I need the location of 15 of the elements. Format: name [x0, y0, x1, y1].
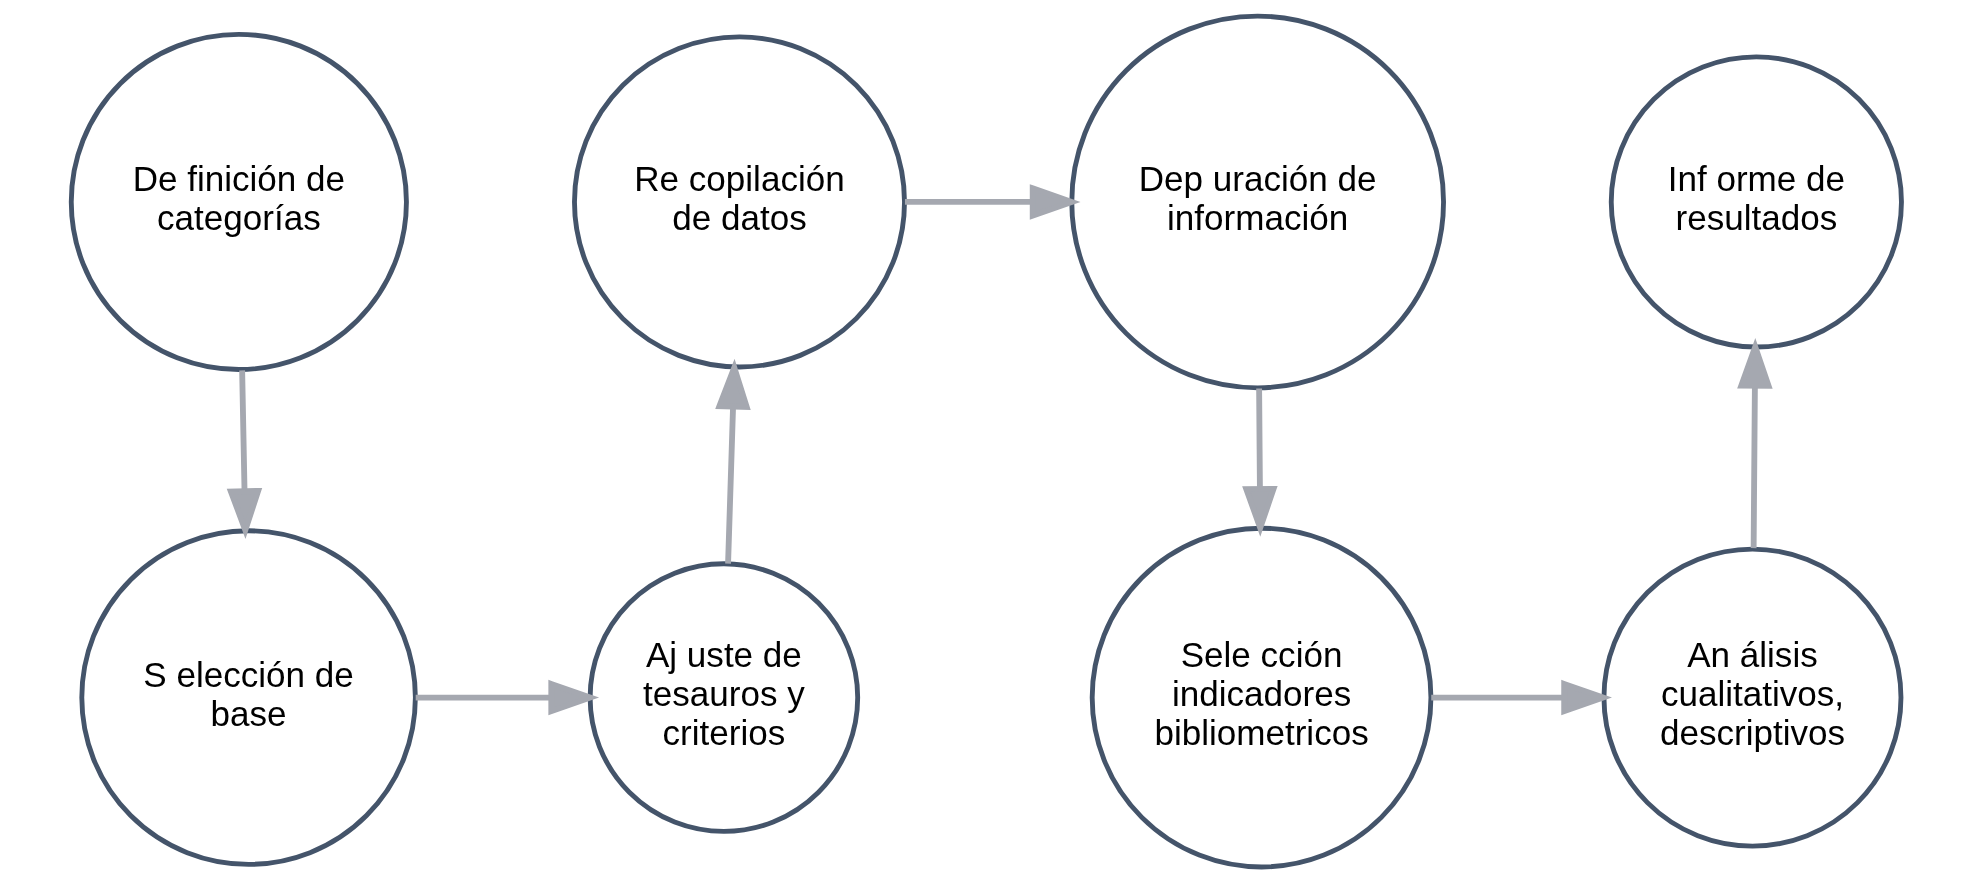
node-circle: Re copilación de datos — [572, 34, 907, 370]
node-circle: Sele cción indicadores bibliometricos — [1089, 525, 1434, 870]
arrow — [904, 184, 1081, 220]
arrow — [415, 679, 600, 716]
arrow — [226, 370, 263, 539]
arrow — [1431, 679, 1612, 716]
node-circle: S elección de base — [79, 528, 418, 867]
node-circle: Inf orme de resultados — [1608, 54, 1904, 350]
node-circle: Dep uración de información — [1069, 13, 1446, 391]
arrow — [1737, 337, 1773, 549]
node-circle: De finición de categorías — [68, 31, 409, 372]
arrow — [1242, 388, 1278, 537]
arrow — [715, 358, 751, 564]
node-circle: An álisis cualitativos, descriptivos — [1601, 546, 1904, 849]
node-circle: Aj uste de tesauros y criterios — [587, 561, 861, 834]
